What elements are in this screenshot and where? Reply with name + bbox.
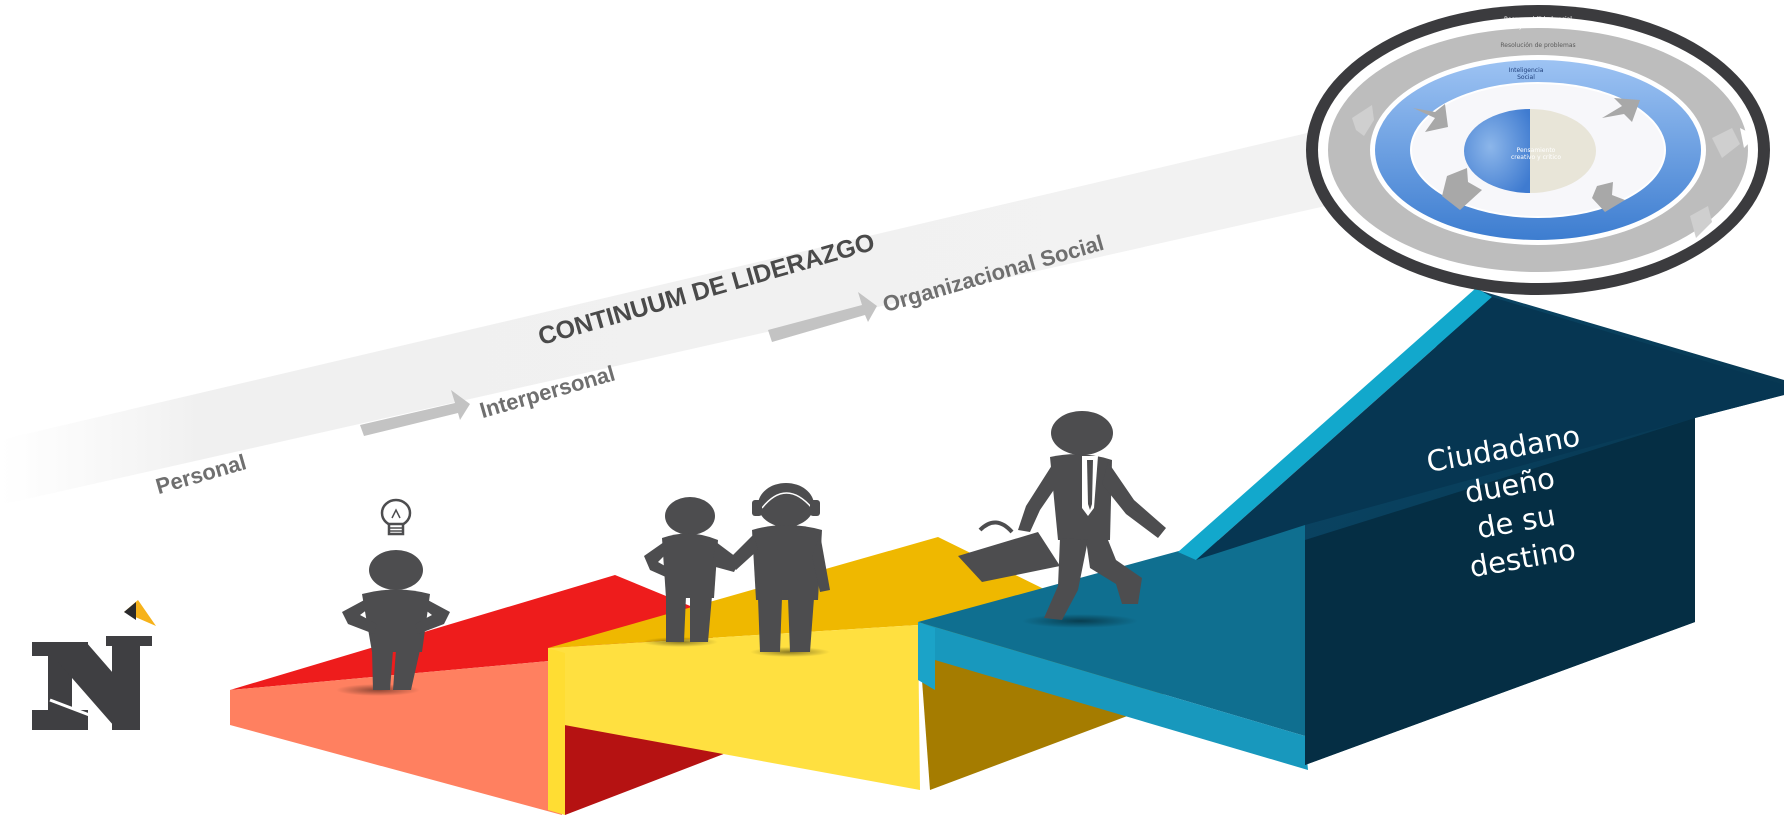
- ring-outer-line-2: y ciudadanía: [1518, 23, 1558, 30]
- continuum-band: [0, 130, 1330, 505]
- step-interpersonal-front: [548, 625, 920, 790]
- headset-icon: [752, 487, 820, 516]
- ring-outer-line-1: Responsabilidad social: [1504, 16, 1572, 23]
- ring-label-inner: Inteligencia Social: [1446, 67, 1606, 81]
- figure-personal: [336, 550, 450, 696]
- step-organizacional-top: [918, 518, 1335, 736]
- ring-core-line-2: creativo y crítico: [1510, 154, 1562, 161]
- ring-core-line-1: Pensamiento: [1516, 147, 1556, 154]
- lightbulb-icon: [380, 498, 412, 536]
- ring-inner-line-2: Social: [1517, 74, 1535, 81]
- step-personal-top: [230, 575, 700, 690]
- step-personal-front: [230, 660, 562, 815]
- destination-arrow-lower-face: [1305, 418, 1695, 765]
- destination-arrow-roof: [1196, 297, 1784, 560]
- stage-arrow-2: [768, 292, 877, 342]
- ring-label-outer: Responsabilidad social y ciudadanía: [1458, 16, 1618, 30]
- competency-rings: [1306, 5, 1770, 295]
- stage-arrow-1: [360, 390, 470, 436]
- ring-middle-line: Resolución de problemas: [1500, 42, 1576, 49]
- ring-label-middle: Resolución de problemas: [1458, 42, 1618, 49]
- step-interpersonal-riser: [548, 648, 565, 815]
- ring-inner-line-1: Inteligencia: [1508, 67, 1544, 74]
- step-organizacional-riser: [918, 622, 935, 690]
- destination-arrow-edge: [1178, 288, 1492, 560]
- ring-label-core: Pensamiento creativo y crítico: [1456, 147, 1616, 161]
- step-organizacional-front: [918, 622, 1308, 770]
- n-logo: [32, 600, 156, 730]
- figure-organizacional: [1018, 411, 1166, 628]
- briefcase-icon: [958, 520, 1060, 582]
